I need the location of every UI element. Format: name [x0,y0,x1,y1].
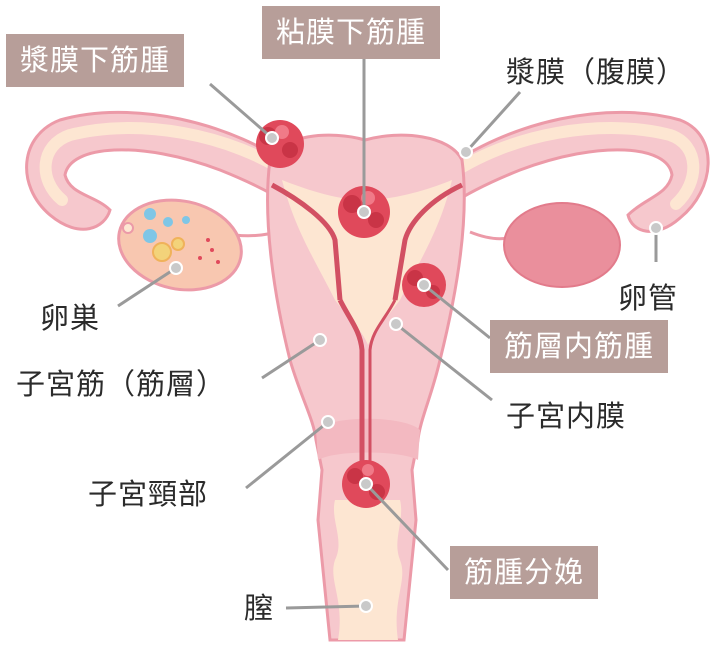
submucosal-fibroid-label: 粘膜下筋腫 [262,6,441,59]
pedunculated-fibroid-label: 筋腫分娩 [450,546,599,599]
vagina-label: 膣 [244,591,275,625]
serosal-fibroid-mass [256,120,304,168]
fallopian-tube-label: 卵管 [618,281,679,315]
cervix-label: 子宮頸部 [88,477,209,511]
right-ovary [503,202,621,288]
vaginal-canal [333,500,403,640]
leader-lines [117,56,658,610]
endometrium-label: 子宮内膜 [506,399,627,433]
ovary-label: 卵巣 [40,301,101,335]
serosal-fibroid-label: 漿膜下筋腫 [6,34,185,87]
serosa-label: 漿膜（腹膜） [506,55,687,89]
myometrium-label: 子宮筋（筋層） [16,367,227,401]
leader-dots [169,131,663,613]
intramural-fibroid-label: 筋層内筋腫 [490,320,669,373]
